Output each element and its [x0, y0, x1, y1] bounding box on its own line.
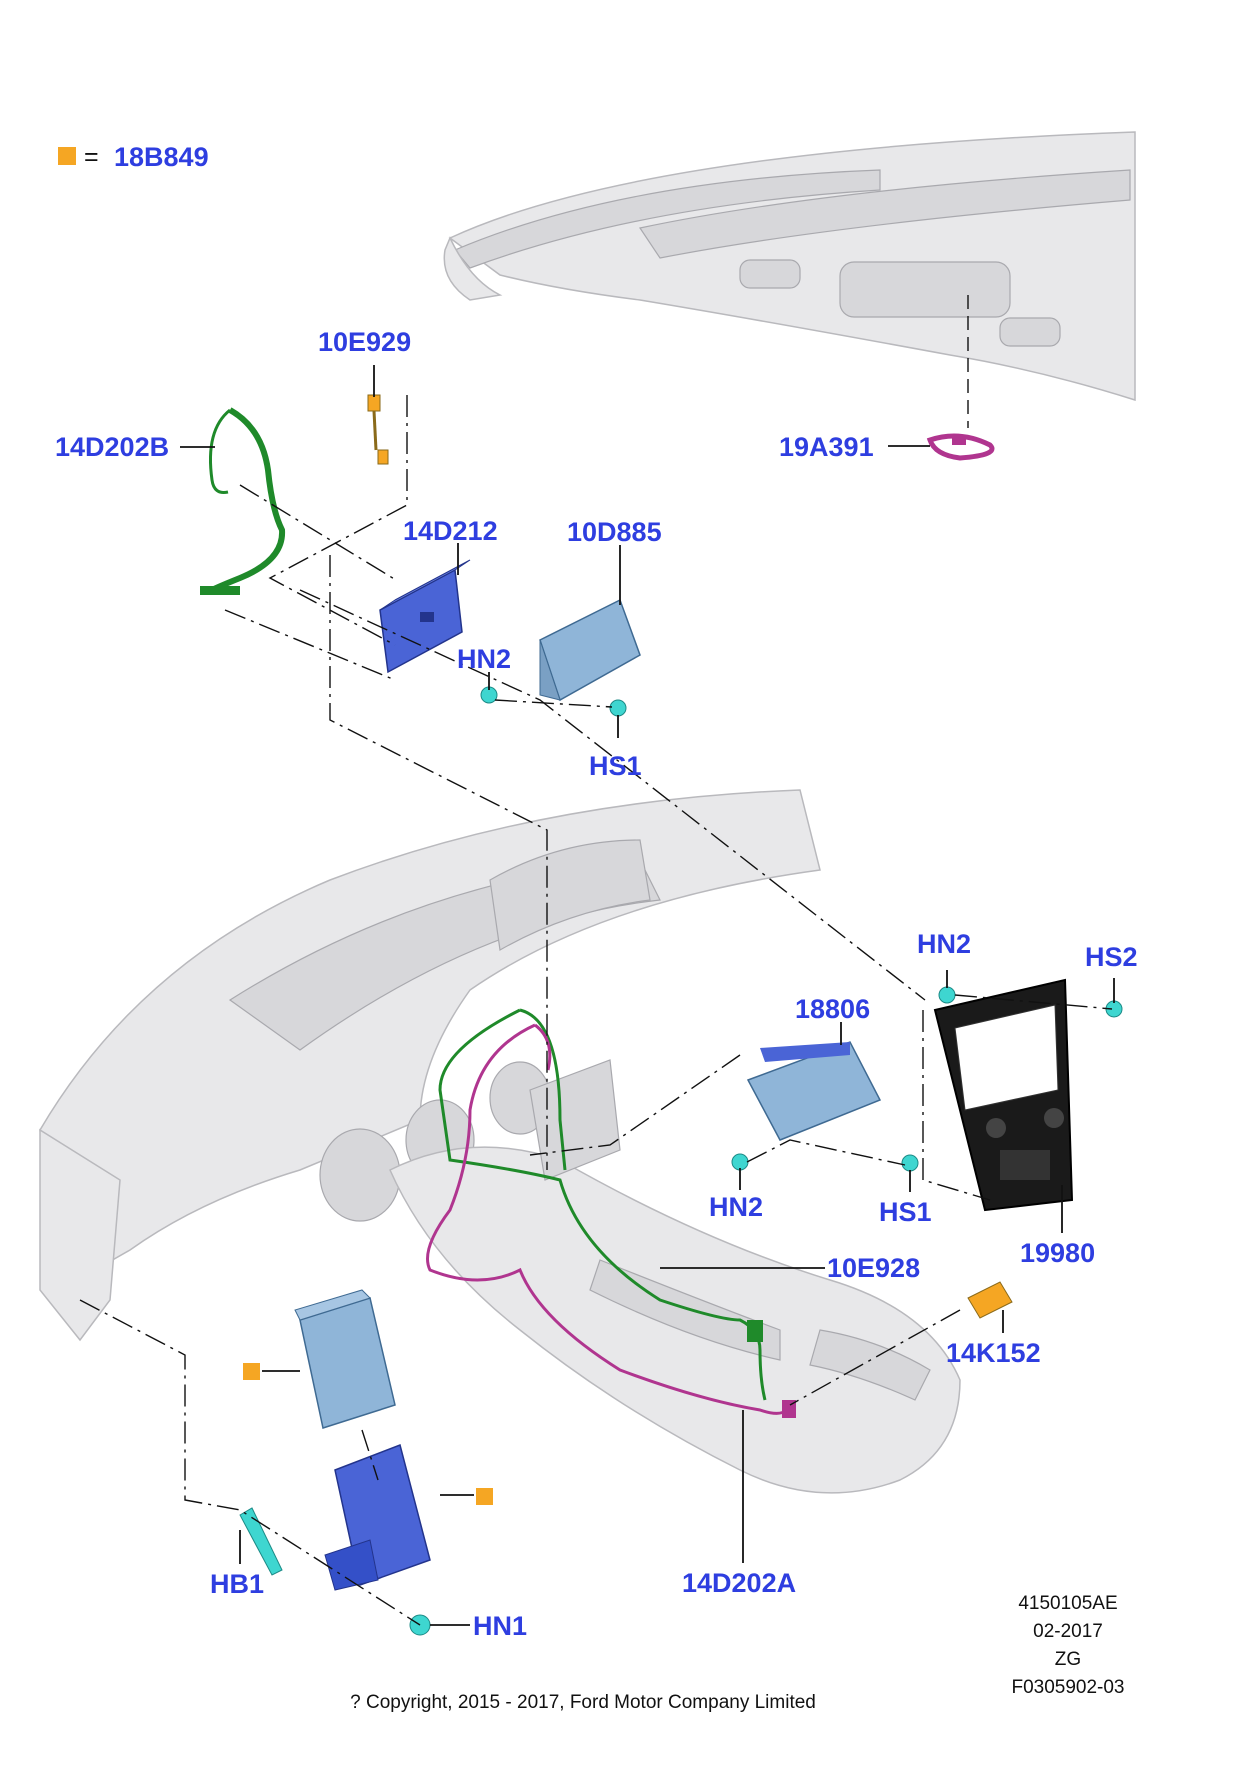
module-14D212: [379, 559, 471, 674]
callout-14D202B: 14D202B: [55, 432, 169, 462]
callout-18806: 18806: [795, 994, 870, 1024]
legend-equals: =: [84, 143, 99, 171]
fastener-HS1-top: [609, 699, 627, 717]
figure-metadata: 4150105AE 02-2017 ZG F0305902-03: [1011, 1593, 1124, 1698]
harness-14D202A: [426, 1023, 796, 1418]
callout-19A391: 19A391: [779, 432, 874, 462]
part-14K152: [967, 1281, 1013, 1319]
callout-10D885: 10D885: [567, 517, 662, 547]
meta-code: ZG: [1055, 1649, 1081, 1670]
copyright: ? Copyright, 2015 - 2017, Ford Motor Com…: [350, 1692, 816, 1713]
callout-10E929: 10E929: [318, 327, 411, 357]
meta-ref: 4150105AE: [1018, 1593, 1117, 1614]
module-18806: [746, 1041, 882, 1141]
callout-labels: 14D202B 10E929 14D212 10D885 HN2 HS1 19A…: [55, 327, 1138, 1641]
callout-HS2: HS2: [1085, 942, 1138, 972]
leader-lines: [180, 365, 1115, 1626]
meta-date: 02-2017: [1033, 1621, 1103, 1642]
fastener-HN2-mid: [731, 1153, 749, 1171]
callout-HN2-mid: HN2: [709, 1192, 763, 1222]
meta-figure: F0305902-03: [1011, 1677, 1124, 1698]
legend-code: 18B849: [114, 142, 209, 172]
legend-orange-marker: [58, 147, 76, 165]
harness-10E928: [438, 1008, 767, 1401]
callout-HN2-right: HN2: [917, 929, 971, 959]
callout-HN2-top: HN2: [457, 644, 511, 674]
fastener-HN2-right: [938, 986, 956, 1004]
legend-marker-bracket: [476, 1488, 493, 1505]
harness-14D202B: [200, 407, 286, 595]
callout-14D202A: 14D202A: [682, 1568, 796, 1598]
fastener-HB1: [239, 1507, 283, 1576]
module-10D885: [539, 598, 641, 702]
module-18B849: [294, 1289, 396, 1429]
instrument-panel: [39, 789, 961, 1494]
callout-14D212: 14D212: [403, 516, 498, 546]
callout-14K152: 14K152: [946, 1338, 1041, 1368]
legend: = 18B849: [58, 142, 209, 172]
bracket-18B849: [324, 1443, 431, 1591]
callout-10E928: 10E928: [827, 1253, 920, 1283]
part-10E929: [367, 394, 389, 465]
callout-HN1: HN1: [473, 1611, 527, 1641]
bezel-19980: [933, 978, 1074, 1212]
legend-marker-module: [243, 1363, 260, 1380]
callout-HS1-mid: HS1: [879, 1197, 932, 1227]
part-19A391: [926, 433, 995, 461]
roof-headliner: [443, 131, 1136, 402]
callout-HS1-top: HS1: [589, 751, 642, 781]
callout-HB1: HB1: [210, 1569, 264, 1599]
callout-19980: 19980: [1020, 1238, 1095, 1268]
fastener-HS1-mid: [901, 1154, 919, 1172]
assembly-lines: [79, 295, 1113, 1626]
